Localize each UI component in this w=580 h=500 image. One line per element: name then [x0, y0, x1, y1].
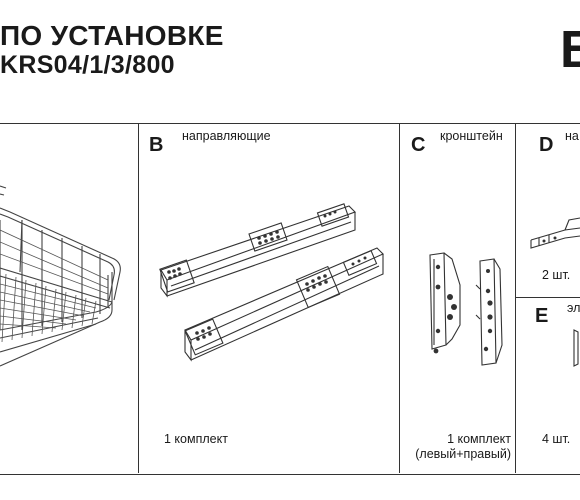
divider-c-d	[515, 123, 516, 473]
parts-table	[0, 123, 580, 475]
section-d-letter: D	[539, 134, 554, 156]
section-b-letter: B	[149, 134, 164, 156]
corner-letter: B	[560, 21, 580, 79]
section-c-quantity-line2: (левый+правый)	[415, 447, 511, 461]
drawer-slides-illustration	[155, 200, 395, 370]
bracket-set-illustration	[420, 245, 510, 370]
section-c-quantity-line1: 1 комплект	[447, 432, 511, 446]
wire-basket-illustration	[0, 180, 130, 410]
element-part-illustration	[560, 328, 580, 368]
divider-d-e	[515, 297, 580, 298]
section-d-quantity: 2 шт.	[542, 268, 571, 282]
product-code: KRS04/1/3/800	[0, 51, 175, 79]
fastener-part-illustration	[525, 210, 580, 255]
section-c-letter: C	[411, 134, 426, 156]
divider-a-b	[138, 123, 139, 473]
instruction-title: ПО УСТАНОВКЕ	[0, 20, 224, 51]
section-e-letter: E	[535, 305, 549, 327]
section-e-quantity: 4 шт.	[542, 432, 571, 446]
section-c-label: кронштейн	[440, 129, 503, 143]
divider-b-c	[399, 123, 400, 473]
section-b-label: направляющие	[182, 129, 271, 143]
section-d-label: на	[565, 129, 579, 143]
section-b-quantity: 1 комплект	[164, 432, 228, 446]
section-e-label: эл	[567, 301, 580, 315]
